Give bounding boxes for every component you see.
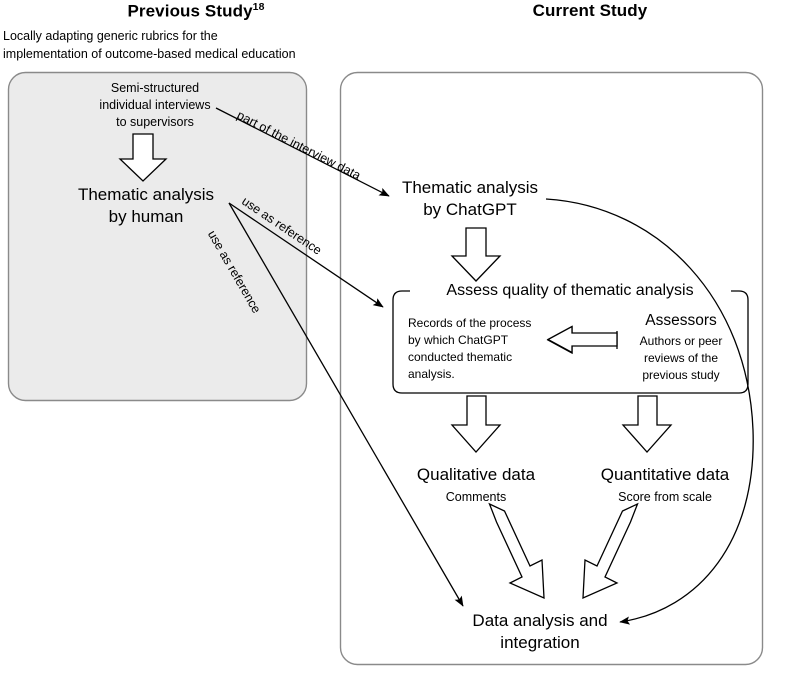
arrow-assessors-to-records-outline (546, 325, 618, 354)
previous-study-panel (7, 71, 308, 402)
assessors-line3: previous study (642, 368, 720, 382)
assess-quality-title: Assess quality of thematic analysis (440, 282, 700, 301)
records-line3: conducted thematic (408, 350, 513, 364)
arrow-quantitative-to-integration (582, 502, 639, 600)
interviews-line2: individual interviews (99, 98, 211, 112)
current-study-panel (339, 71, 764, 666)
previous-study-citation: 18 (252, 1, 265, 13)
records-line4: analysis. (408, 367, 455, 381)
human-analysis-line2: by human (108, 207, 184, 226)
quantitative-heading: Quantitative data (600, 465, 730, 484)
integration-line2: integration (500, 633, 580, 652)
assess-quality-box (392, 290, 749, 394)
integration-line1: Data analysis and (472, 611, 608, 630)
interviews-line3: to supervisors (116, 115, 194, 129)
edge-reference-to-assess (228, 202, 384, 308)
qualitative-detail: Comments (445, 490, 507, 504)
arrow-interviews-to-human (118, 133, 168, 182)
previous-study-subtitle-line1: Locally adapting generic rubrics for the (3, 29, 218, 43)
arrow-chatgpt-to-assess (450, 227, 502, 282)
edge-interview-data (215, 107, 390, 197)
chatgpt-analysis-line1: Thematic analysis (401, 178, 539, 197)
assessors-line2: reviews of the (643, 351, 719, 365)
previous-study-title: Previous Study18 (127, 1, 264, 22)
previous-study-title-text: Previous Study (127, 1, 253, 21)
previous-study-subtitle-line2: implementation of outcome-based medical … (3, 47, 296, 61)
edge-reference-to-integration (228, 202, 464, 607)
human-analysis-line1: Thematic analysis (77, 185, 215, 204)
arrow-assess-to-qualitative (450, 395, 502, 453)
assessors-heading: Assessors (645, 312, 717, 329)
interviews-line1: Semi-structured (110, 81, 200, 95)
quantitative-detail: Score from scale (618, 490, 712, 504)
records-line1: Records of the process (408, 316, 532, 330)
edge-chatgpt-feedback (545, 198, 754, 625)
chatgpt-analysis-line2: by ChatGPT (423, 200, 517, 219)
arrow-qualitative-to-integration (488, 502, 545, 600)
qualitative-heading: Qualitative data (416, 465, 536, 484)
records-line2: by which ChatGPT (408, 333, 509, 347)
arrow-assess-to-quantitative (621, 395, 673, 453)
assessors-line1: Authors or peer (639, 334, 723, 348)
current-study-title: Current Study (532, 1, 648, 20)
